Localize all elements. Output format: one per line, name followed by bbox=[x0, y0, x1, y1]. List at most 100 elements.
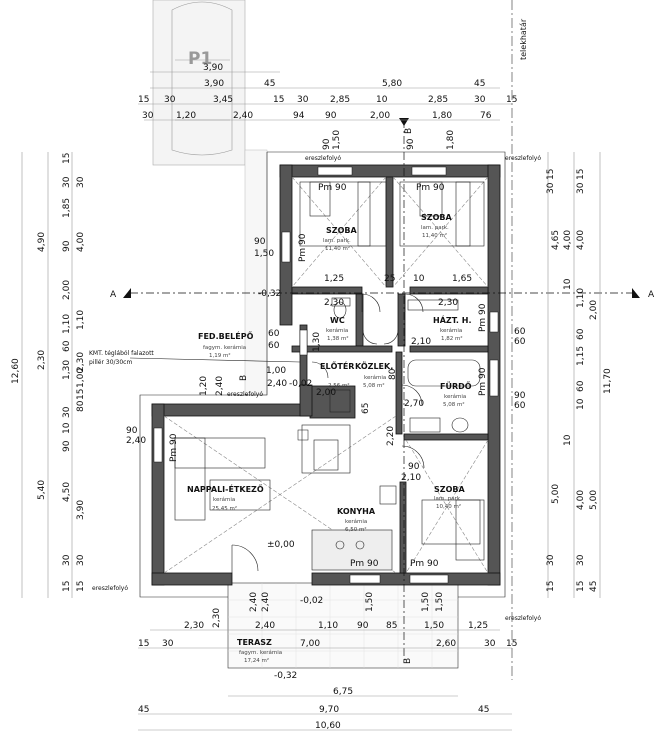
parking-label: P1 bbox=[188, 49, 212, 69]
room-szoba1-material: lam. park. bbox=[323, 238, 351, 244]
dim-60-right3: 60 bbox=[514, 401, 526, 411]
right-c3-8: 15 bbox=[546, 581, 556, 592]
pm-furdo-v: Pm 90 bbox=[478, 367, 488, 396]
top-r3-4: 30 bbox=[297, 95, 309, 105]
right-c2-8: 4,00 bbox=[576, 490, 586, 510]
left-c3-2: 1,10 bbox=[76, 310, 86, 330]
top-r4-0: 30 bbox=[142, 111, 154, 121]
internal-dims: Pm 90 Pm 90 Pm 90 Pm 90 Pm 90 Pm 90 Pm 9… bbox=[126, 130, 526, 628]
right-c1-0: 4,65 bbox=[551, 230, 561, 250]
bot-r2-0: 15 bbox=[138, 639, 149, 649]
top-r2-0: 3,90 bbox=[204, 79, 224, 89]
left-c3-9: 15 bbox=[76, 581, 86, 592]
doors bbox=[231, 293, 425, 573]
left-c2-5: 1,10 bbox=[62, 314, 72, 334]
top-r2-2: 5,80 bbox=[382, 79, 402, 89]
furniture bbox=[174, 181, 485, 571]
right-c2-4: 60 bbox=[576, 328, 586, 340]
right-c3-2: 4,00 bbox=[563, 230, 573, 250]
level-terrace: -0,02 bbox=[300, 596, 323, 606]
dim-165: 1,65 bbox=[452, 274, 472, 284]
dim-60-right1: 60 bbox=[514, 327, 526, 337]
dim-90-top2: 90 bbox=[322, 138, 332, 150]
right-c2-1: 30 bbox=[576, 182, 586, 194]
bot-r4-1: 9,70 bbox=[319, 705, 339, 715]
bot-r1-0: 2,30 bbox=[184, 621, 204, 631]
top-r3-3: 15 bbox=[273, 95, 284, 105]
bot-r2-4: 30 bbox=[484, 639, 496, 649]
top-r3-6: 10 bbox=[376, 95, 388, 105]
bot-r2-2: 7,00 bbox=[300, 639, 320, 649]
dim-230a: 2,30 bbox=[324, 298, 344, 308]
dim-80-kozlek: 80 bbox=[388, 368, 398, 380]
bottom-dimensions: 2,30 2,40 1,10 90 85 1,50 1,25 15 30 7,0… bbox=[138, 621, 517, 731]
room-wc-area: 1,38 m² bbox=[327, 335, 349, 342]
left-c1-0: 4,90 bbox=[37, 232, 47, 252]
left-c2-1: 30 bbox=[62, 176, 72, 188]
right-c2-7: 10 bbox=[576, 398, 586, 410]
dim-180-top: 1,80 bbox=[446, 130, 456, 150]
level-hazt-d: 2,10 bbox=[411, 337, 431, 347]
right-c3-4: 2,00 bbox=[589, 300, 599, 320]
room-furdo-area: 5,08 m² bbox=[443, 401, 465, 408]
top-r2-3: 45 bbox=[474, 79, 485, 89]
room-szoba1-name: SZOBA bbox=[326, 226, 357, 235]
left-c2-3: 90 bbox=[62, 240, 72, 252]
level-garden: -0,32 bbox=[274, 671, 297, 681]
dim-150-top: 1,50 bbox=[332, 130, 342, 150]
bot-r1-5: 1,50 bbox=[424, 621, 444, 631]
dim-60-fed: 60 bbox=[268, 329, 280, 339]
dim-90-szoba: 90 bbox=[408, 462, 420, 472]
bot-r4-2: 45 bbox=[478, 705, 489, 715]
level-eloter-d: 2,00 bbox=[316, 388, 336, 398]
gutter-note-2: ereszlefolyó bbox=[505, 155, 541, 162]
top-r3-1: 30 bbox=[164, 95, 176, 105]
section-b-top: B bbox=[404, 128, 414, 134]
level-szoba-d: 2,10 bbox=[401, 473, 421, 483]
room-szoba3-material: lam. park. bbox=[434, 496, 462, 502]
room-szoba2-material: lam. park. bbox=[421, 225, 449, 231]
room-nappali-area: 25,45 m² bbox=[212, 505, 237, 512]
left-c3-4: 1,00 bbox=[76, 368, 86, 388]
bot-r2-5: 15 bbox=[506, 639, 517, 649]
left-c2-4: 2,00 bbox=[62, 280, 72, 300]
note-pillar: pillér 30/30cm bbox=[89, 359, 132, 366]
room-nappali-material: kerámia bbox=[213, 496, 235, 503]
room-szoba3-area: 10,40 m² bbox=[436, 503, 461, 510]
left-c1-1: 2,30 bbox=[37, 350, 47, 370]
left-c3-3: 2,30 bbox=[76, 352, 86, 372]
right-c3-3: 10 bbox=[563, 278, 573, 290]
left-c3-6: 80 bbox=[76, 400, 86, 412]
room-terasz-area: 17,24 m² bbox=[244, 657, 269, 664]
left-c3-7: 3,90 bbox=[76, 500, 86, 520]
dim-150-terasz3: 1,50 bbox=[435, 592, 445, 612]
section-b-bottom: B bbox=[403, 658, 413, 664]
bot-r1-4: 85 bbox=[386, 621, 397, 631]
level-side: -0,32 bbox=[258, 289, 281, 299]
parking-area: P1 bbox=[152, 0, 246, 166]
dim-60-right2: 60 bbox=[514, 337, 526, 347]
top-r3-2: 3,45 bbox=[213, 95, 233, 105]
room-eloter-name: ELŐTÉR bbox=[320, 360, 354, 371]
left-c2-0: 15 bbox=[62, 153, 72, 164]
level-fed-h: 1,00 bbox=[266, 366, 286, 376]
room-furdo-material: kerámia bbox=[444, 393, 466, 400]
top-r3-5: 2,85 bbox=[330, 95, 350, 105]
property-line-label: telekhatár bbox=[519, 18, 528, 60]
room-kozlek-area: 5,08 m² bbox=[363, 382, 385, 389]
bot-r3-0: 6,75 bbox=[333, 687, 353, 697]
room-wc-material: kerámia bbox=[326, 327, 348, 334]
dim-150-terasz1: 1,50 bbox=[365, 592, 375, 612]
dim-120-v: 1,20 bbox=[199, 376, 209, 396]
bot-r1-3: 90 bbox=[357, 621, 369, 631]
dim-250-terasz: 2,30 bbox=[212, 608, 222, 628]
left-c3-1: 4,00 bbox=[76, 232, 86, 252]
left-c2-12: 30 bbox=[62, 554, 72, 566]
dim-65-kozlek: 65 bbox=[361, 403, 371, 414]
level-fed-m: -0,02 bbox=[289, 379, 312, 389]
eave-outline bbox=[139, 151, 506, 598]
room-terasz-material: fagym. kerámia bbox=[239, 649, 282, 656]
pm-hazt-v: Pm 90 bbox=[478, 303, 488, 332]
top-r4-1: 1,20 bbox=[176, 111, 196, 121]
